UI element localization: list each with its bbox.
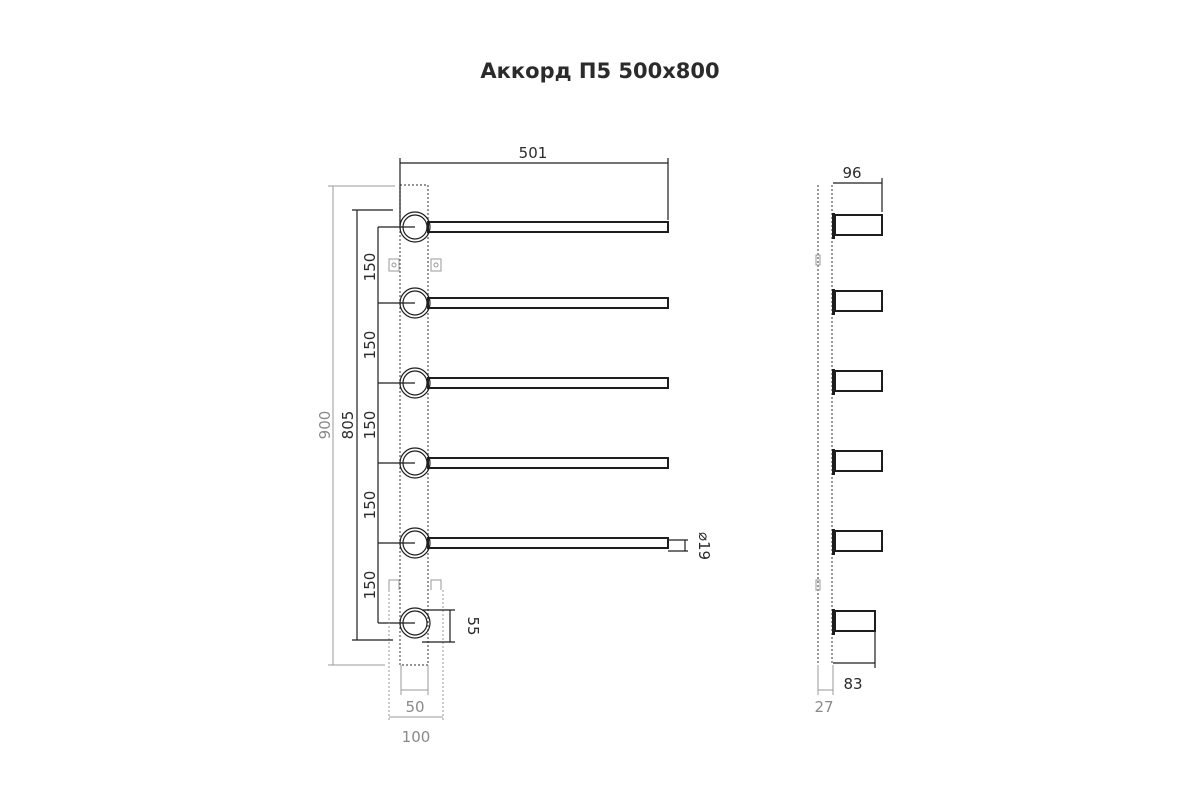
dimension-bottom: 50 100 — [389, 665, 443, 746]
side-bar — [834, 610, 876, 632]
side-flange — [832, 609, 835, 635]
side-bar — [834, 370, 883, 392]
side-bar — [834, 290, 883, 312]
width-label: 501 — [519, 144, 548, 162]
spacing-label: 150 — [361, 491, 379, 520]
towel-bar — [427, 297, 669, 309]
side-flange — [832, 369, 835, 395]
total-height-label: 900 — [316, 411, 334, 440]
dimension-spacing: 150 150 150 150 150 — [361, 227, 379, 623]
side-flange — [832, 213, 835, 239]
spacing-label: 150 — [361, 253, 379, 282]
side-flange — [832, 529, 835, 555]
side-bar — [834, 450, 883, 472]
spacing-label: 150 — [361, 411, 379, 440]
axis-height-label: 805 — [339, 411, 357, 440]
side-flange — [832, 449, 835, 475]
towel-bar — [427, 537, 669, 549]
side-bar — [834, 530, 883, 552]
column-width-label: 50 — [405, 698, 424, 716]
dimension-tube: ⌀19 — [668, 532, 713, 560]
dimension-width: 501 — [399, 144, 669, 227]
towel-bar — [427, 377, 669, 389]
side-flange — [832, 289, 835, 315]
tube-diameter-label: ⌀19 — [695, 532, 713, 560]
towel-bar — [427, 457, 669, 469]
bracket-width-label: 100 — [402, 728, 431, 746]
dimension-circle: 55 — [422, 609, 482, 643]
towel-bar — [427, 221, 669, 233]
side-view: 96 83 27 — [814, 164, 883, 716]
spacing-label: 150 — [361, 331, 379, 360]
drawing-title: Аккорд П5 500х800 — [480, 59, 719, 83]
bottom-depth-label: 83 — [843, 675, 862, 693]
front-view: 501 900 805 150 150 150 150 150 55 ⌀ — [316, 144, 713, 746]
wall-brackets — [388, 258, 444, 720]
wall-gap-label: 27 — [814, 698, 833, 716]
column-outline — [399, 184, 429, 666]
dimension-total-height: 900 — [316, 185, 395, 666]
dimension-axis-height: 805 — [339, 209, 393, 641]
spacing-label: 150 — [361, 571, 379, 600]
depth-label: 96 — [842, 164, 861, 182]
circle-label: 55 — [464, 616, 482, 635]
side-bar — [834, 214, 883, 236]
